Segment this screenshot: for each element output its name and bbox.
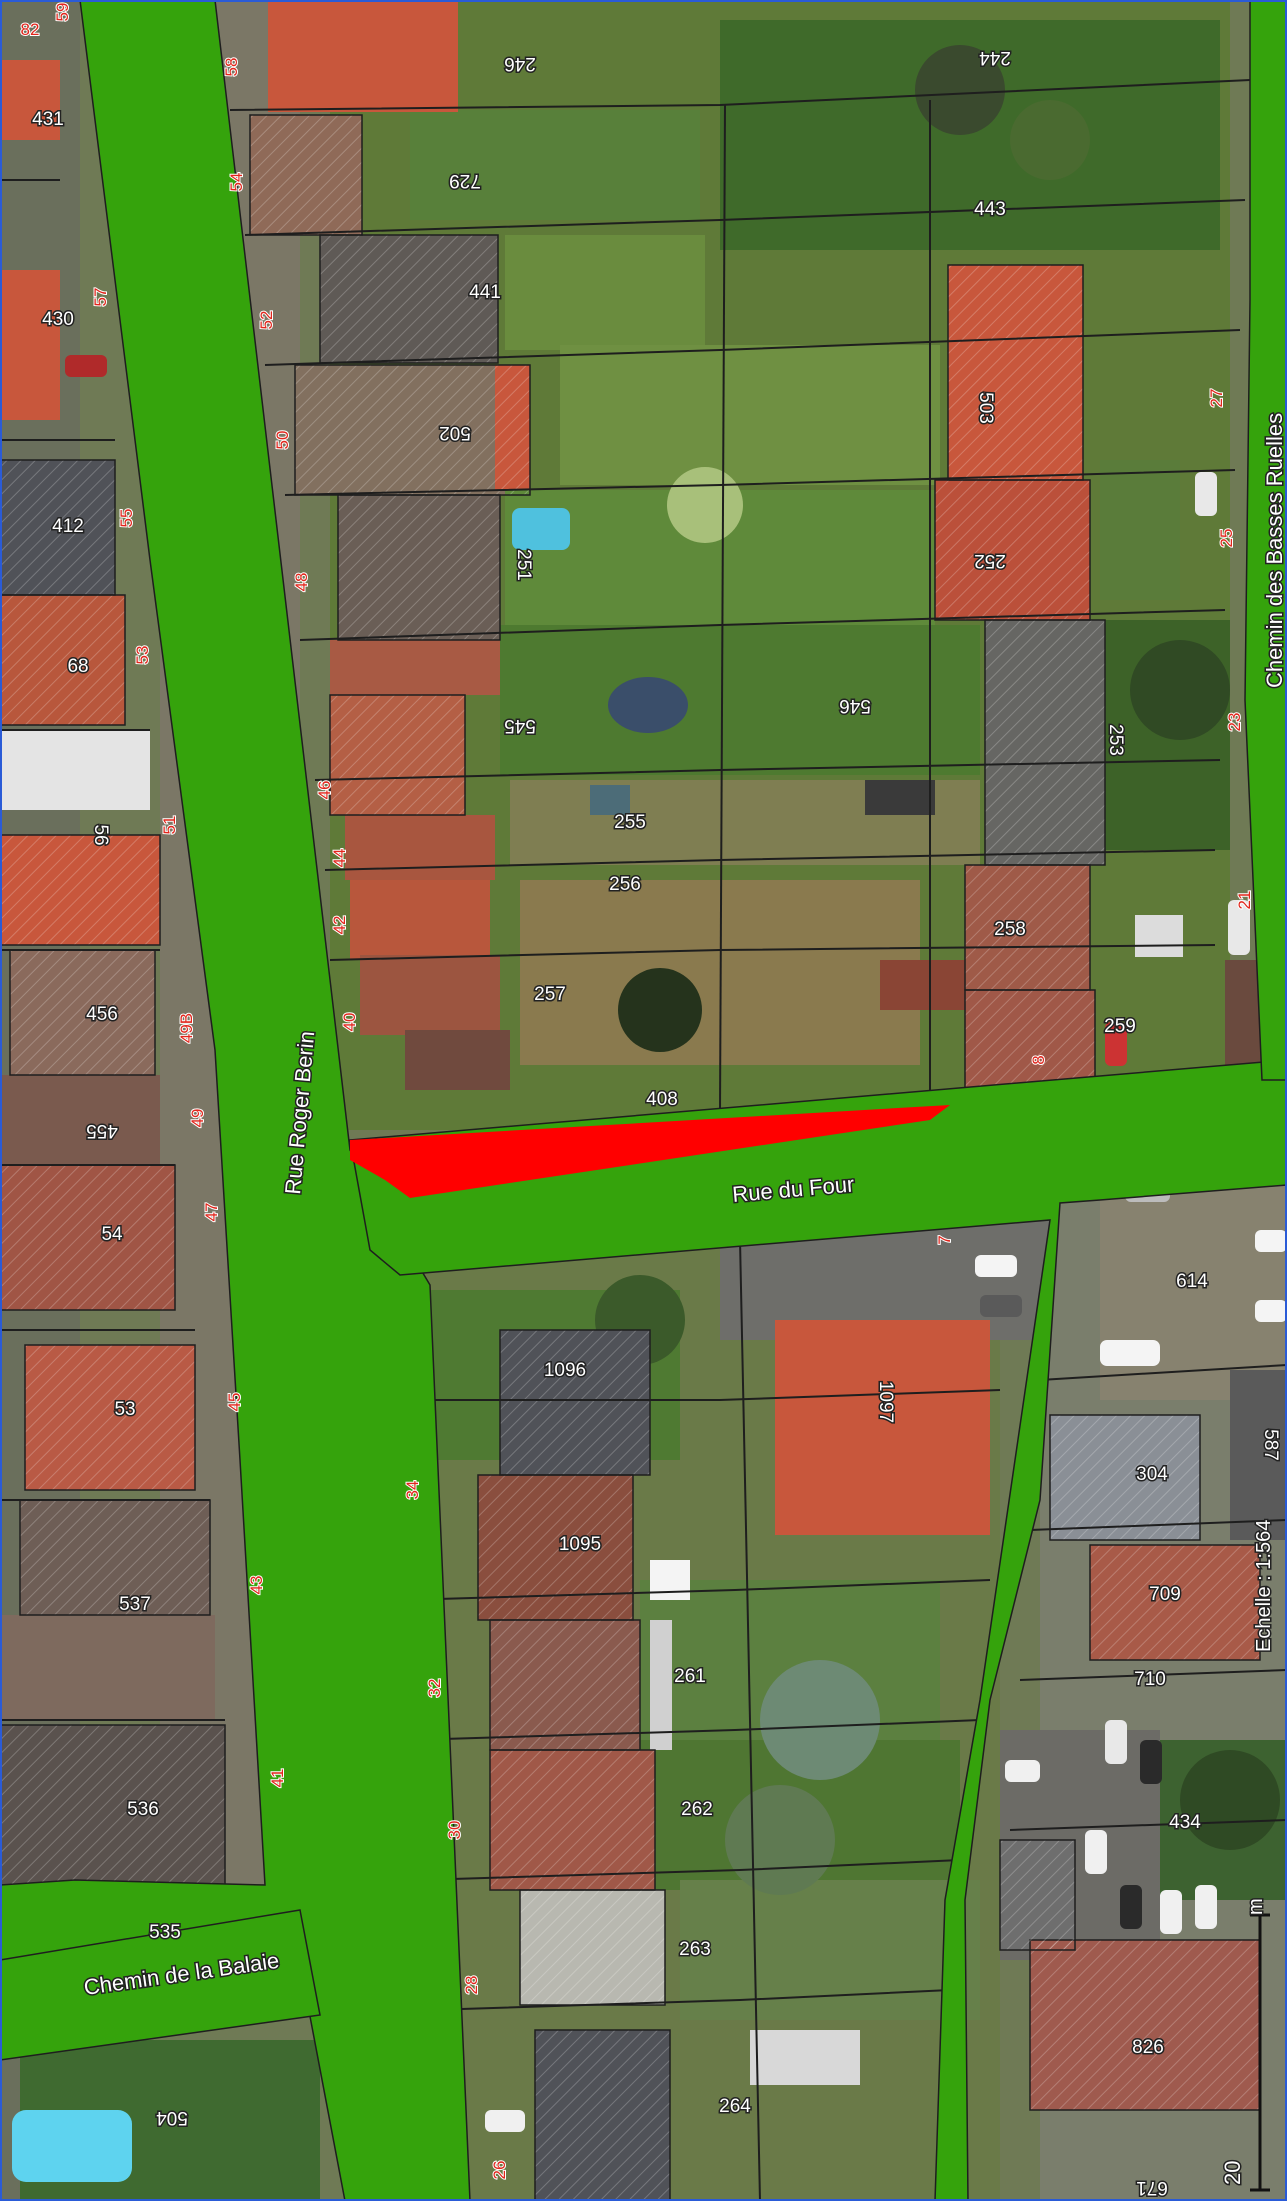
house-number-55: 55: [117, 509, 136, 528]
house-number-51: 51: [160, 816, 179, 835]
parcel-label-503: 503: [975, 392, 996, 424]
parcel-label-257: 257: [534, 984, 566, 1005]
parcel-label-434: 434: [1169, 1812, 1201, 1833]
house-number-32: 32: [425, 1679, 444, 1698]
parcel-label-412: 412: [52, 516, 84, 537]
house-number-49b: 49B: [177, 1013, 196, 1043]
parcel-label-261: 261: [674, 1666, 706, 1687]
parcel-label-56: 56: [90, 824, 111, 845]
parcel-label-262: 262: [681, 1799, 713, 1820]
house-number-28: 28: [462, 1976, 481, 1995]
scale-unit: m: [1245, 1898, 1267, 1915]
parcel-label-259: 259: [1104, 1016, 1136, 1037]
parcel-label-504: 504: [156, 2107, 188, 2128]
house-number-45: 45: [225, 1393, 244, 1412]
parcel-label-455: 455: [86, 1120, 118, 1141]
house-number-25: 25: [1217, 529, 1236, 548]
parcel-label-251: 251: [513, 549, 534, 581]
house-number-46: 46: [315, 781, 334, 800]
house-number-59: 59: [53, 3, 72, 22]
parcel-label-68: 68: [67, 656, 88, 677]
house-number-44: 44: [330, 849, 349, 868]
parcel-label-545: 545: [504, 715, 536, 736]
house-number-43: 43: [247, 1576, 266, 1595]
street-name-basses-ruelles: Chemin des Basses Ruelles: [1262, 413, 1287, 688]
house-number-21: 21: [1235, 891, 1254, 910]
parcel-label-441: 441: [469, 282, 501, 303]
highlighted-boundary[interactable]: [350, 1105, 950, 1198]
parcel-label-253: 253: [1105, 724, 1126, 756]
parcel-label-430: 430: [42, 309, 74, 330]
parcel-label-729: 729: [449, 170, 481, 191]
parcel-label-1096: 1096: [544, 1360, 586, 1381]
house-number-48: 48: [292, 573, 311, 592]
parcel-label-546: 546: [839, 695, 871, 716]
house-number-58: 58: [222, 58, 241, 77]
parcel-label-54: 54: [101, 1224, 123, 1245]
parcel-label-258: 258: [994, 919, 1026, 940]
parcel-label-255: 255: [614, 812, 646, 833]
parcel-label-1097: 1097: [875, 1381, 896, 1423]
house-number-42: 42: [330, 916, 349, 935]
parcel-label-408: 408: [646, 1089, 678, 1110]
parcel-label-614: 614: [1176, 1271, 1208, 1292]
house-number-23: 23: [1225, 713, 1244, 732]
house-number-7: 7: [935, 1235, 954, 1244]
house-number-30: 30: [445, 1821, 464, 1840]
parcel-label-304: 304: [1136, 1464, 1168, 1485]
parcel-label-671: 671: [1136, 2177, 1168, 2198]
house-number-26: 26: [490, 2161, 509, 2180]
scale-caption: Echelle : 1:564: [1253, 1520, 1275, 1652]
parcel-label-252: 252: [974, 550, 1006, 571]
house-number-27: 27: [1207, 389, 1226, 408]
house-number-40: 40: [340, 1013, 359, 1032]
house-number-labels: 58 54 52 50 48 46 44 42 40 27 25 23 21 8 7 59 57 55 53 51 49…: [20, 2, 1255, 2181]
parcel-label-246: 246: [504, 53, 536, 74]
house-number-52: 52: [257, 311, 276, 330]
parcel-label-1095: 1095: [559, 1534, 601, 1555]
parcel-label-536: 536: [127, 1799, 159, 1820]
parcel-label-264: 264: [719, 2096, 751, 2117]
parcel-label-53: 53: [114, 1399, 135, 1420]
house-number-8: 8: [1029, 1055, 1048, 1064]
parcel-label-263: 263: [679, 1939, 711, 1960]
house-number-53: 53: [133, 646, 152, 665]
scale-value: 20: [1220, 2161, 1245, 2185]
parcel-label-709: 709: [1149, 1584, 1181, 1605]
parcel-label-535: 535: [149, 1922, 181, 1943]
parcel-boundaries: [0, 79, 1287, 2201]
parcel-label-826: 826: [1132, 2037, 1164, 2058]
cars: [65, 355, 1287, 2132]
parcel-label-502: 502: [439, 422, 471, 443]
house-number-49: 49: [188, 1109, 207, 1128]
parcel-label-443: 443: [974, 199, 1006, 220]
parcel-label-587: 587: [1260, 1429, 1281, 1461]
house-number-50: 50: [273, 431, 292, 450]
parcel-label-244: 244: [979, 47, 1011, 68]
house-number-57: 57: [91, 288, 110, 307]
parcel-label-710: 710: [1134, 1669, 1166, 1690]
house-number-54: 54: [227, 173, 246, 192]
parcel-label-431: 431: [32, 109, 64, 130]
road-chemin-des-basses-ruelles: [1244, 0, 1287, 1081]
house-number-34: 34: [403, 1481, 422, 1500]
road-chemin-de-la-balaie: [0, 1909, 321, 2061]
house-number-41: 41: [268, 1769, 287, 1788]
building-hatch: [0, 114, 1261, 2201]
parcel-label-537: 537: [119, 1594, 151, 1615]
house-number-82: 82: [21, 20, 40, 39]
scale-bar: Echelle : 1:564 20 m: [1219, 1518, 1277, 2192]
parcel-label-256: 256: [609, 874, 641, 895]
parcel-label-456: 456: [86, 1004, 118, 1025]
house-number-47: 47: [202, 1203, 221, 1222]
